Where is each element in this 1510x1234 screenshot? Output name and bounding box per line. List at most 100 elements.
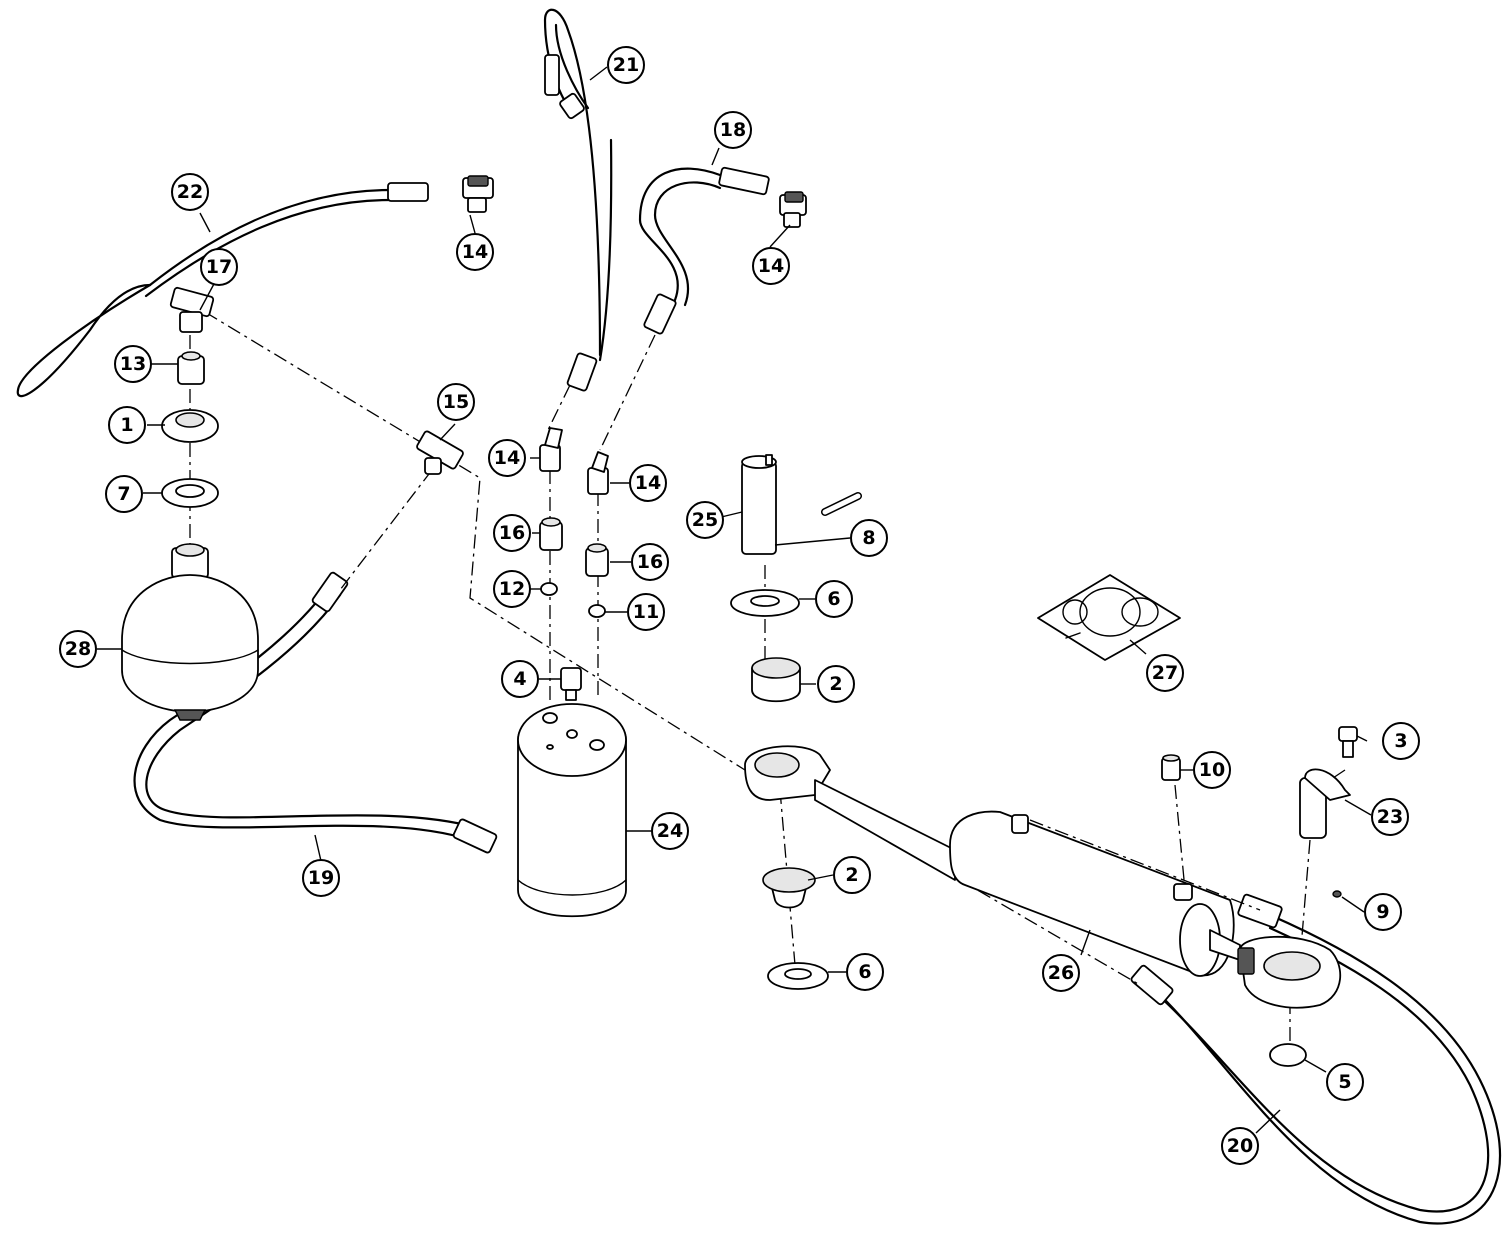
washer-6-top [730, 589, 800, 617]
callout-10: 10 [1193, 751, 1231, 789]
callout-20: 20 [1221, 1127, 1259, 1165]
svg-text:13: 13 [120, 353, 146, 375]
svg-text:12: 12 [499, 578, 525, 600]
restrictor-12 [540, 582, 558, 596]
callout-13: 13 [114, 345, 152, 383]
callout-16-right: 16 [631, 543, 669, 581]
svg-text:7: 7 [117, 483, 130, 505]
fitting-14-top [462, 175, 494, 213]
hose-18 [638, 166, 770, 335]
fitting-16-left [539, 517, 563, 551]
washer-5 [1269, 1043, 1307, 1067]
callout-27: 27 [1146, 654, 1184, 692]
svg-text:25: 25 [692, 509, 718, 531]
svg-text:6: 6 [827, 588, 840, 610]
svg-text:24: 24 [657, 820, 683, 842]
hose-20 [1130, 893, 1502, 1225]
svg-text:4: 4 [513, 668, 526, 690]
fitting-15 [416, 430, 464, 475]
pin-8 [821, 492, 862, 516]
pin-25 [741, 454, 777, 555]
svg-text:3: 3 [1394, 730, 1407, 752]
callout-1: 1 [108, 406, 146, 444]
callout-28: 28 [59, 630, 97, 668]
svg-text:1: 1 [120, 414, 133, 436]
svg-text:18: 18 [720, 119, 746, 141]
callout-2-top: 2 [817, 665, 855, 703]
bracket-23 [1299, 768, 1351, 839]
svg-text:23: 23 [1377, 806, 1403, 828]
svg-text:19: 19 [308, 867, 334, 889]
svg-text:6: 6 [858, 961, 871, 983]
svg-text:28: 28 [65, 638, 91, 660]
callout-11: 11 [627, 593, 665, 631]
svg-text:22: 22 [177, 181, 203, 203]
hose-21 [543, 8, 613, 392]
callout-25: 25 [686, 501, 724, 539]
svg-text:16: 16 [499, 522, 525, 544]
washer-7 [161, 478, 219, 508]
svg-text:27: 27 [1152, 662, 1178, 684]
callout-7: 7 [105, 475, 143, 513]
callout-16-left: 16 [493, 514, 531, 552]
fitting-14-right [779, 191, 807, 228]
fitting-16-right [585, 543, 609, 577]
callout-15: 15 [437, 383, 475, 421]
callout-6-bottom: 6 [846, 953, 884, 991]
callout-22: 22 [171, 173, 209, 211]
bolt-3 [1338, 726, 1358, 758]
callout-24: 24 [651, 812, 689, 850]
callout-8: 8 [850, 519, 888, 557]
bushing-2-bottom [762, 867, 816, 909]
callout-3: 3 [1382, 722, 1420, 760]
valve-block-24 [517, 703, 627, 918]
hose-22 [16, 182, 429, 398]
cylinder-26 [744, 745, 1342, 1009]
callout-14-top: 14 [456, 233, 494, 271]
elbow-14-center [587, 451, 609, 495]
svg-text:9: 9 [1376, 901, 1389, 923]
callout-2-bottom: 2 [833, 856, 871, 894]
port-10 [1173, 883, 1193, 901]
bolt-4 [560, 667, 582, 701]
callout-14-right: 14 [752, 247, 790, 285]
washer-6-bottom [767, 962, 829, 990]
svg-text:14: 14 [462, 241, 488, 263]
seal-kit-27 [1037, 574, 1181, 661]
bushing-2-top [751, 657, 801, 703]
svg-text:10: 10 [1199, 759, 1225, 781]
svg-text:16: 16 [637, 551, 663, 573]
svg-text:2: 2 [829, 673, 842, 695]
fitting-10 [1161, 754, 1181, 781]
svg-text:20: 20 [1227, 1135, 1253, 1157]
grease-nipple-9 [1332, 890, 1342, 898]
svg-text:15: 15 [443, 391, 469, 413]
nut-1 [161, 409, 219, 443]
svg-text:26: 26 [1048, 962, 1074, 984]
callout-21: 21 [607, 46, 645, 84]
callout-14-left: 14 [488, 439, 526, 477]
callout-12: 12 [493, 570, 531, 608]
svg-text:11: 11 [633, 601, 659, 623]
accumulator-28 [121, 543, 259, 721]
fitting-13 [177, 351, 205, 385]
callout-17: 17 [200, 248, 238, 286]
svg-text:14: 14 [635, 472, 661, 494]
callout-18: 18 [714, 111, 752, 149]
svg-text:14: 14 [758, 255, 784, 277]
fitting-17 [169, 286, 215, 333]
restrictor-11 [588, 604, 606, 618]
callout-19: 19 [302, 859, 340, 897]
svg-text:5: 5 [1338, 1071, 1351, 1093]
svg-text:14: 14 [494, 447, 520, 469]
callout-23: 23 [1371, 798, 1409, 836]
callout-5: 5 [1326, 1063, 1364, 1101]
elbow-14-left [539, 427, 563, 472]
callout-26: 26 [1042, 954, 1080, 992]
callout-14-center: 14 [629, 464, 667, 502]
callout-6-top: 6 [815, 580, 853, 618]
svg-text:17: 17 [206, 256, 232, 278]
callout-9: 9 [1364, 893, 1402, 931]
svg-text:2: 2 [845, 864, 858, 886]
